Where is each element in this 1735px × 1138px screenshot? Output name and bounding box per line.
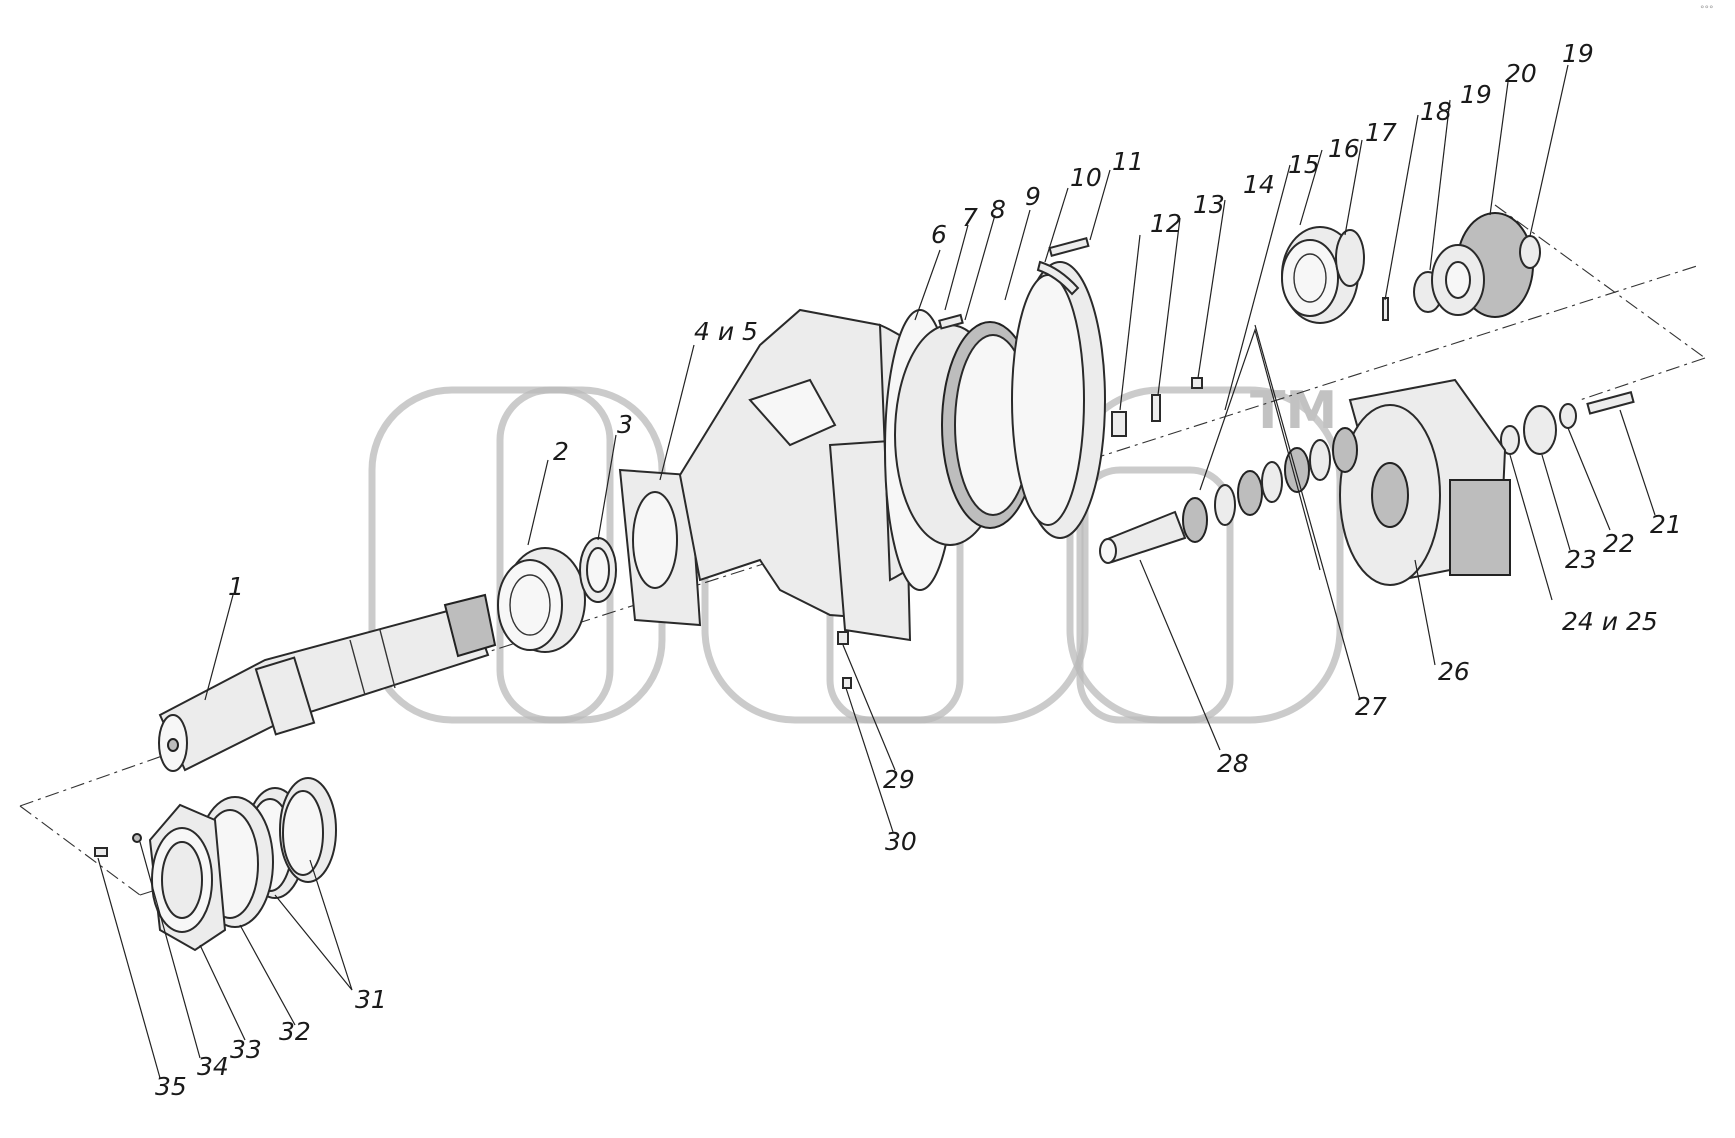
part-29-plug bbox=[837, 631, 849, 645]
part-12-plate bbox=[1111, 411, 1127, 437]
callout-28: 28 bbox=[1217, 749, 1249, 778]
part-23-washer bbox=[1523, 405, 1557, 455]
callout-20: 20 bbox=[1505, 59, 1537, 88]
callout-24-25: 24 и 25 bbox=[1562, 607, 1658, 636]
callout-27: 27 bbox=[1355, 692, 1387, 721]
part-30-washer bbox=[842, 677, 852, 689]
callout-10: 10 bbox=[1070, 163, 1102, 192]
part-35-bolt bbox=[94, 847, 108, 857]
callout-9: 9 bbox=[1025, 182, 1041, 211]
part-14-screw bbox=[1191, 377, 1203, 389]
callout-19b: 19 bbox=[1562, 39, 1594, 68]
callout-11: 11 bbox=[1112, 147, 1144, 176]
callout-23: 23 bbox=[1565, 545, 1597, 574]
corner-mark: °°° bbox=[1700, 5, 1714, 15]
callout-labels: 1 2 3 4 и 5 6 7 8 9 10 11 12 13 14 15 16… bbox=[155, 39, 1682, 1101]
part-19-washer-right bbox=[1519, 235, 1541, 269]
watermark-trademark: TM bbox=[1250, 381, 1337, 441]
part-7-bolt bbox=[938, 313, 964, 330]
callout-30: 30 bbox=[885, 827, 917, 856]
part-22-lock-washer bbox=[1559, 403, 1577, 429]
watermark-logo: TM bbox=[368, 381, 1344, 724]
callout-34: 34 bbox=[197, 1052, 229, 1081]
leader-lines bbox=[97, 64, 1656, 1079]
callout-4-5: 4 и 5 bbox=[694, 317, 758, 346]
part-26-planet-carrier bbox=[1339, 378, 1511, 586]
part-21-bolt bbox=[1586, 390, 1635, 415]
part-11-bolt bbox=[1048, 236, 1090, 258]
part-34-washer bbox=[132, 833, 142, 843]
part-28-axle bbox=[1099, 510, 1187, 564]
callout-8: 8 bbox=[990, 195, 1006, 224]
callout-15: 15 bbox=[1288, 150, 1320, 179]
part-18-pin bbox=[1382, 297, 1389, 321]
callout-18: 18 bbox=[1420, 97, 1452, 126]
callout-6: 6 bbox=[931, 220, 947, 249]
part-20-gear bbox=[1431, 212, 1534, 318]
part-2-bearing bbox=[497, 547, 586, 653]
part-1-shaft bbox=[158, 593, 497, 772]
callout-31: 31 bbox=[355, 985, 387, 1014]
callout-17: 17 bbox=[1365, 118, 1397, 147]
part-9-cover-ring bbox=[1011, 261, 1106, 539]
callout-1: 1 bbox=[228, 572, 244, 601]
callout-29: 29 bbox=[883, 765, 915, 794]
callout-26: 26 bbox=[1438, 657, 1470, 686]
part-24-25-shim bbox=[1500, 425, 1520, 455]
part-3-gear-ring bbox=[579, 537, 617, 603]
part-10-lock-plate bbox=[1036, 260, 1080, 296]
part-13-pin bbox=[1151, 394, 1161, 422]
callout-2: 2 bbox=[553, 437, 569, 466]
part-33-cover bbox=[148, 803, 227, 952]
callout-7: 7 bbox=[962, 203, 978, 232]
callout-12: 12 bbox=[1150, 209, 1182, 238]
callout-33: 33 bbox=[230, 1035, 262, 1064]
callout-3: 3 bbox=[617, 410, 633, 439]
callout-14: 14 bbox=[1243, 170, 1275, 199]
callout-21: 21 bbox=[1650, 510, 1682, 539]
callout-35: 35 bbox=[155, 1072, 187, 1101]
callout-19a: 19 bbox=[1460, 80, 1492, 109]
callout-22: 22 bbox=[1603, 529, 1635, 558]
part-27-rollers bbox=[1182, 427, 1358, 543]
callout-13: 13 bbox=[1193, 190, 1225, 219]
callout-16: 16 bbox=[1328, 134, 1360, 163]
callout-32: 32 bbox=[279, 1017, 311, 1046]
part-17-ring bbox=[1335, 229, 1365, 287]
